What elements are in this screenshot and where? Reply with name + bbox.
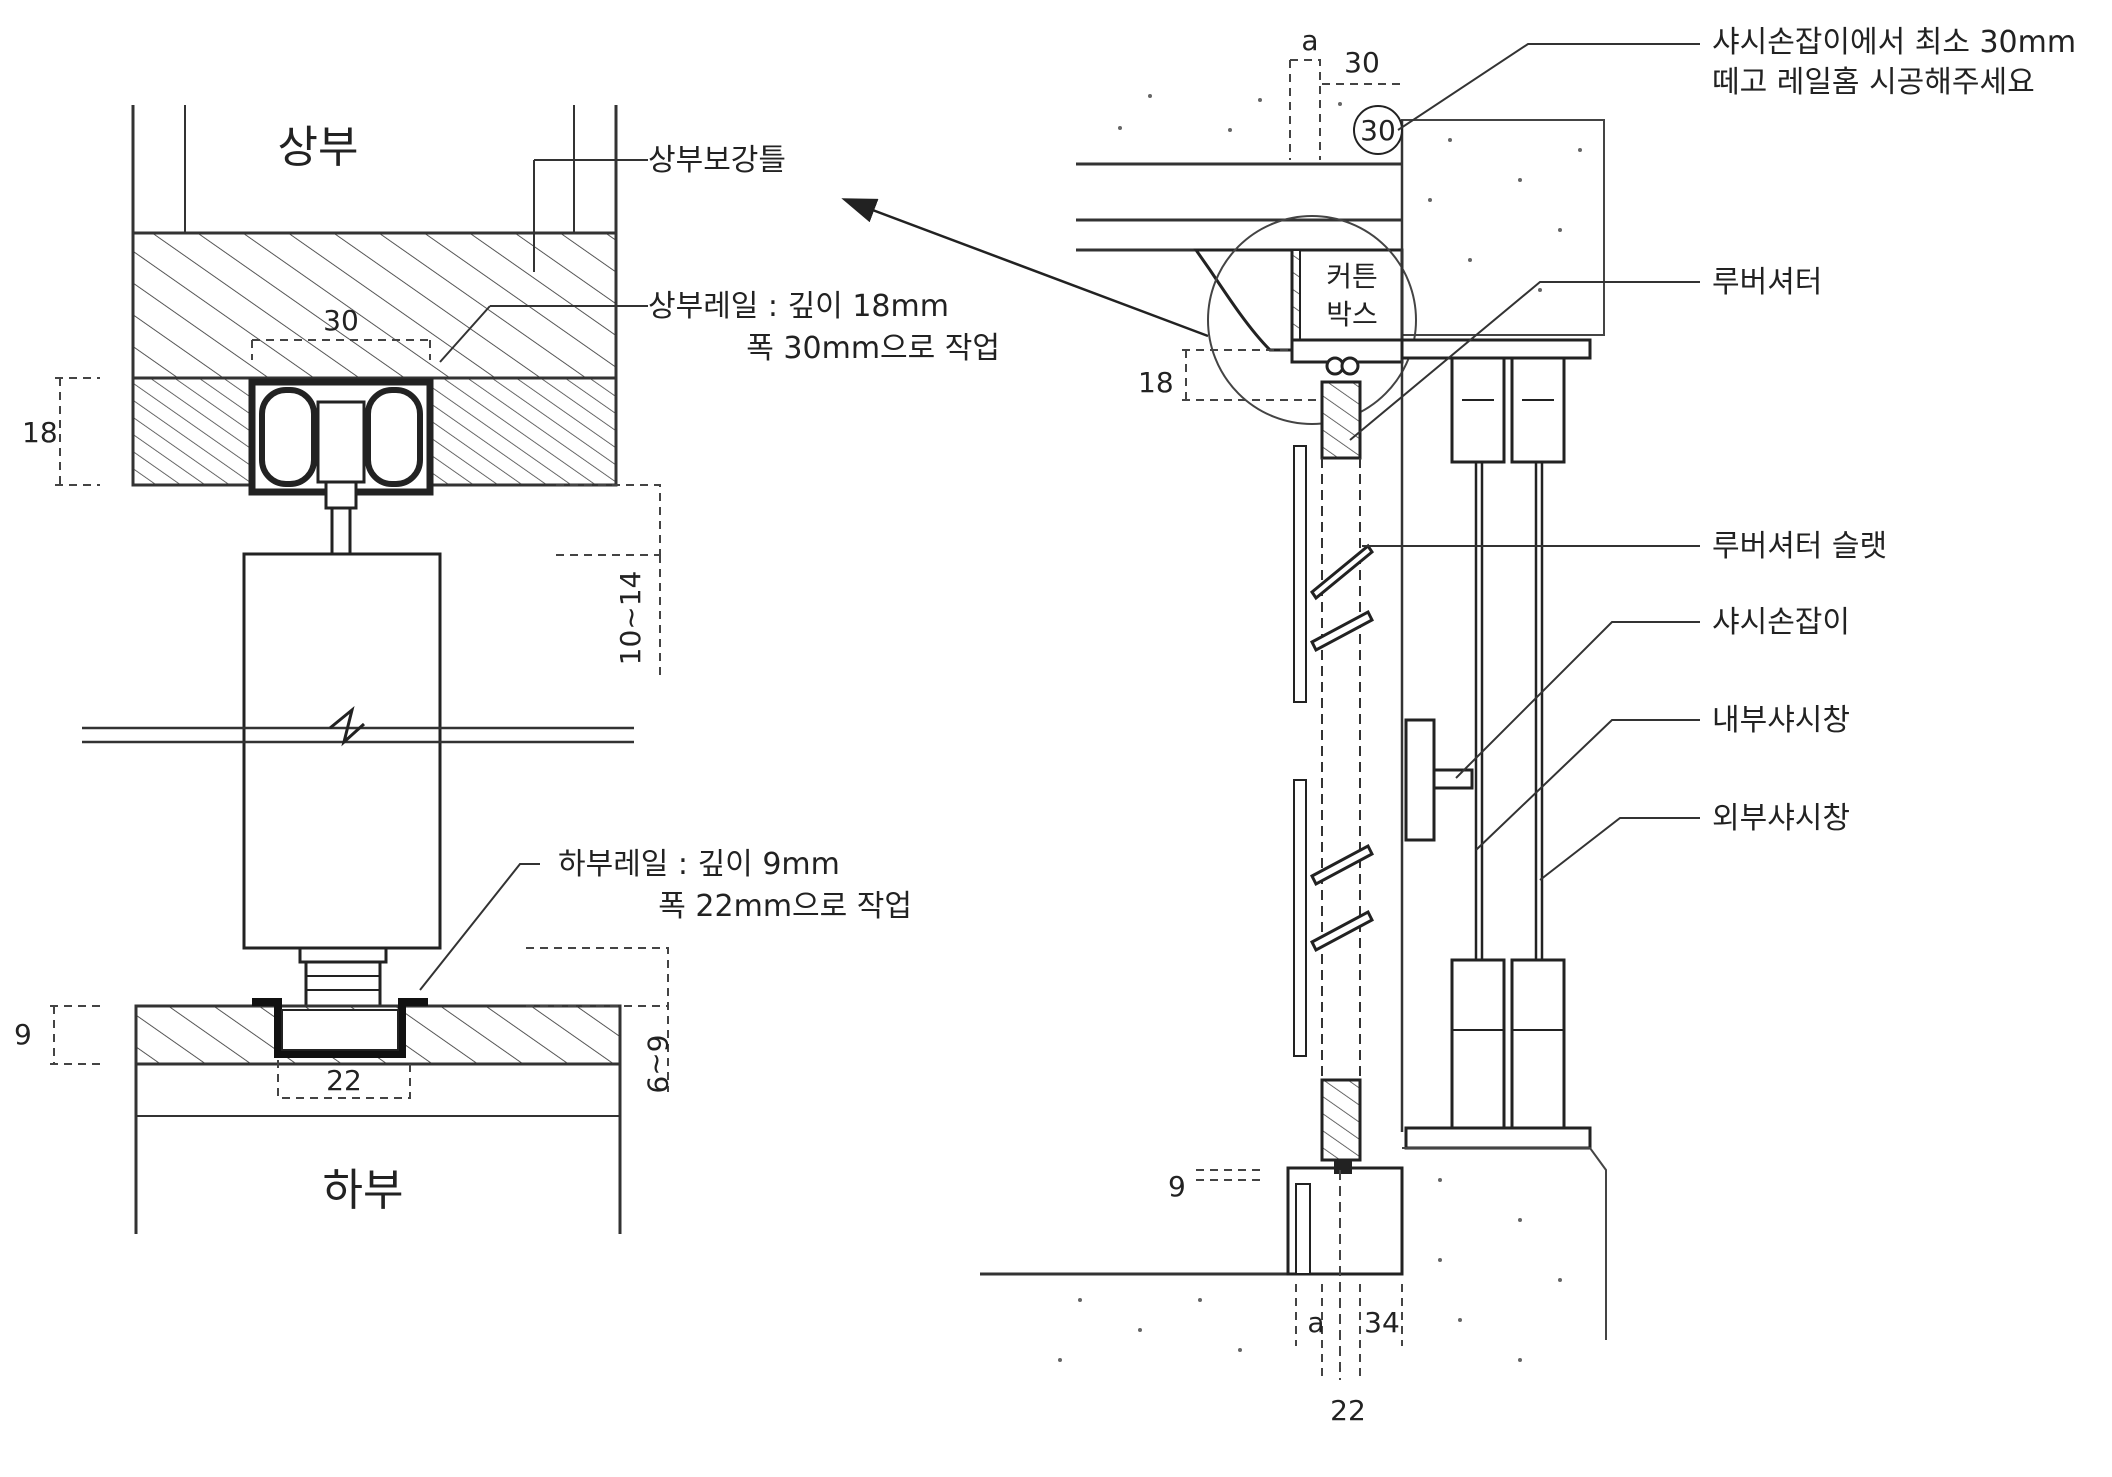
right-leader-lines (1349, 43, 1700, 881)
floor-rail-guide (1334, 1160, 1352, 1174)
lower-rail-leader (419, 863, 540, 991)
right-section: 커튼 박스 (980, 24, 2076, 1427)
ceiling-concrete-block (1401, 119, 1605, 336)
inner-sash-bottom-profile (1450, 958, 1506, 1130)
lower-guide-cap (298, 946, 388, 964)
upper-roller-hanger (316, 400, 366, 484)
inner-sash-label: 내부샤시창 (1712, 703, 1850, 738)
lower-rail-inner (281, 1009, 399, 1051)
note-line2: 떼고 레일홈 시공해주세요 (1712, 65, 2035, 100)
dim-30-top: 30 (1344, 46, 1380, 79)
louver-slat-label: 루버셔터 슬랫 (1712, 529, 1887, 564)
outer-sash-top-profile (1510, 356, 1566, 464)
shutter-top-frame (1320, 380, 1362, 460)
dim-34: 34 (1364, 1306, 1400, 1339)
lower-rail-label-line1: 하부레일 : 깊이 9mm (558, 847, 840, 882)
upper-roller-right (365, 387, 423, 487)
dim-lower-width: 22 (326, 1064, 362, 1097)
curtain-box (1290, 248, 1404, 342)
sash-handle-label: 샤시손잡이 (1712, 605, 1850, 640)
door-panel (242, 552, 442, 950)
upper-roller-neck (324, 480, 358, 510)
detail-circle (1207, 215, 1417, 425)
shutter-bottom-frame (1320, 1078, 1362, 1162)
sash-handle (1404, 718, 1436, 842)
concrete-speckles (1058, 94, 1582, 1362)
detail-arrow (841, 198, 1209, 338)
lower-guide-body (304, 960, 382, 1012)
dim-upper-width: 30 (323, 304, 359, 337)
upper-roller-rod (330, 506, 352, 556)
dim-upper-depth: 18 (22, 416, 58, 449)
lower-rail-channel (252, 998, 428, 1058)
break-zigzag (329, 705, 366, 747)
outer-sash-bottom-profile (1510, 958, 1566, 1130)
dim-18: 18 (1138, 366, 1174, 399)
dim-gap-top: 10~14 (614, 571, 647, 666)
sash-sill (1404, 1126, 1592, 1150)
upper-rail-label-line1: 상부레일 : 깊이 18mm (648, 289, 949, 324)
outer-sash-label: 외부샤시창 (1712, 801, 1850, 836)
note-line1: 샤시손잡이에서 최소 30mm (1712, 25, 2076, 60)
louver-slats (1309, 543, 1375, 953)
dim-9: 9 (1168, 1170, 1186, 1203)
lower-label: 하부 (323, 1165, 404, 1216)
dim-lower-depth: 9 (14, 1018, 32, 1051)
shutter-left-stile-top (1293, 445, 1307, 703)
left-detail: 상부 하부 상부보강틀 상부레일 : 깊이 18mm 폭 30mm으로 작업 하… (14, 105, 1000, 1234)
louver-shutter-label: 루버셔터 (1712, 265, 1822, 300)
upper-label: 상부 (278, 122, 359, 173)
dim-a-top: a (1301, 24, 1318, 57)
floor-concrete-outline (1402, 1147, 1607, 1340)
upper-frame-label: 상부보강틀 (648, 143, 786, 178)
upper-rail-label-line2: 폭 30mm으로 작업 (746, 331, 1000, 366)
left-dimension-lines (50, 339, 669, 1099)
curtain-box-label-1: 커튼 (1326, 260, 1378, 293)
sash-header (1400, 338, 1592, 360)
lower-rail-label-line2: 폭 22mm으로 작업 (658, 889, 912, 924)
shutter-left-stile-bottom (1293, 779, 1307, 1057)
right-dimension-lines (1182, 59, 1403, 1380)
curtain-box-label-2: 박스 (1326, 298, 1378, 331)
dim-30-circle (1353, 105, 1403, 155)
dim-a-bottom: a (1307, 1306, 1324, 1339)
inner-sash-top-profile (1450, 356, 1506, 464)
dim-22: 22 (1330, 1394, 1366, 1427)
dim-gap-bottom: 6~9 (641, 1034, 674, 1093)
svg-text:30: 30 (1360, 114, 1396, 147)
upper-roller-left (259, 387, 317, 487)
